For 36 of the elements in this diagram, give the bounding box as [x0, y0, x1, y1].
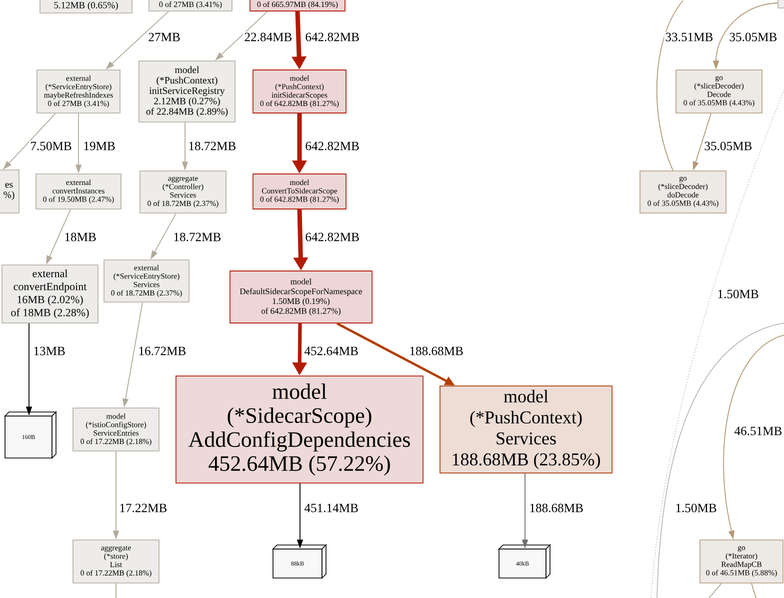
- function-box: model (*PushContext) Services 188.68MB (23.85%): [440, 386, 612, 474]
- edge-label: 22.84MB: [243, 32, 294, 42]
- line-label: 1.50MB: [674, 502, 718, 514]
- function-box: model (*PushContext) initServiceRegistry 2.12MB (0.27%) of 22.84MB (2.89%): [138, 60, 236, 122]
- function-box: 0 of 27MB (3.41%): [148, 0, 232, 12]
- edge-label: 35.05MB: [728, 32, 778, 42]
- edge-label: 18.72MB: [187, 140, 238, 152]
- edge-label: 16.72MB: [137, 346, 188, 356]
- edge-label: 642.82MB: [304, 140, 360, 152]
- function-box: external convertEndpoint 16MB (2.02%) of 18MB (2.28%): [2, 264, 98, 324]
- edge-label: 188.68MB: [408, 346, 464, 356]
- function-box: model (*SidecarScope) AddConfigDependencies 452.64MB (57.22%): [176, 376, 424, 484]
- edge-label: 451.14MB: [303, 502, 360, 514]
- edge-label: 27MB: [147, 32, 182, 42]
- function-box: es %): [0, 170, 20, 214]
- connector-line: [751, 582, 756, 598]
- edge-label: 13MB: [32, 346, 66, 356]
- edge-label: 7.50MB: [29, 140, 73, 152]
- edge-label: 46.51MB: [733, 426, 784, 436]
- edge-label: 18.72MB: [172, 232, 222, 242]
- box: [778, 0, 784, 8]
- function-box: 0 of 665.97MB (84.19%): [250, 0, 346, 12]
- edge-label: 452.64MB: [303, 346, 360, 356]
- edge-label: 17.22MB: [118, 502, 168, 514]
- connector-line: [656, 0, 684, 172]
- edge-label: 18MB: [63, 232, 98, 242]
- edge-label: 19MB: [82, 140, 116, 152]
- connector-line: [708, 582, 722, 598]
- edge-label: 35.05MB: [703, 140, 754, 152]
- edge-label: 188.68MB: [528, 502, 584, 514]
- line-label: 1.50MB: [716, 288, 760, 300]
- edge-label: 33.51MB: [664, 32, 714, 42]
- edge-label: 642.82MB: [304, 232, 360, 242]
- edge-label: 642.82MB: [304, 32, 360, 42]
- function-box: model DefaultSidecarScopeForNamespace 1.50MB (0.19%) of 642.82MB (81.27%): [230, 270, 372, 324]
- function-box: 5.12MB (0.65%): [40, 0, 132, 14]
